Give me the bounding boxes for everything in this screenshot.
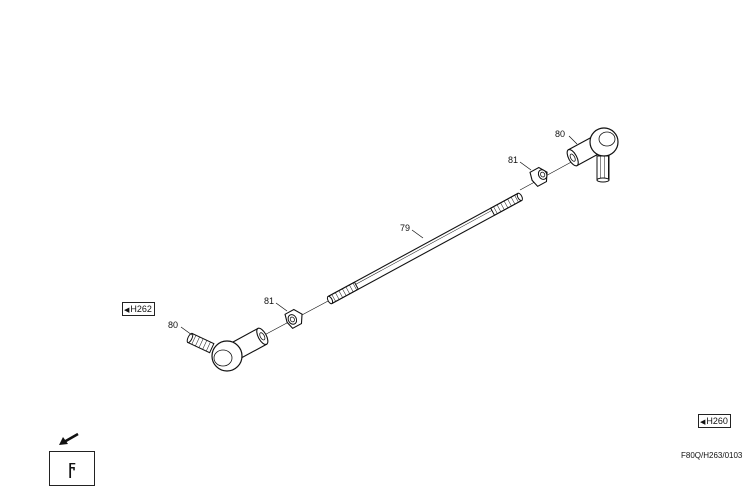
leader-81-lower <box>275 302 288 312</box>
part-81-nut-lower <box>284 308 303 330</box>
callout-80-lower: 80 <box>168 320 178 330</box>
leader-81-upper <box>519 161 532 171</box>
callout-81-lower: 81 <box>264 296 274 306</box>
leader-79 <box>411 229 424 239</box>
leader-80-upper <box>568 135 578 145</box>
part-80-ball-joint-upper <box>566 127 619 183</box>
callout-80-upper: 80 <box>555 129 565 139</box>
drawing-code: F80Q/H263/0103 <box>681 451 743 460</box>
reference-h262[interactable]: ◀H262 <box>122 302 155 316</box>
reference-h262-label: H262 <box>130 304 152 314</box>
reference-h260[interactable]: ◀H260 <box>698 414 731 428</box>
triangle-left-icon: ◀ <box>700 419 706 426</box>
arrow-down-left-icon <box>59 432 79 445</box>
callout-79: 79 <box>400 223 410 233</box>
axis-line-upper <box>519 159 576 191</box>
callout-81-upper: 81 <box>508 155 518 165</box>
triangle-left-icon: ◀ <box>124 307 130 314</box>
part-80-ball-joint-lower <box>186 327 269 372</box>
reference-h260-label: H260 <box>706 416 728 426</box>
part-79-rod <box>326 192 523 305</box>
lightning-bolt-icon: ϝ <box>67 457 77 479</box>
leader-80-lower <box>180 326 193 336</box>
part-81-nut-upper <box>529 166 548 188</box>
electrical-symbol-box: ϝ <box>49 451 95 486</box>
